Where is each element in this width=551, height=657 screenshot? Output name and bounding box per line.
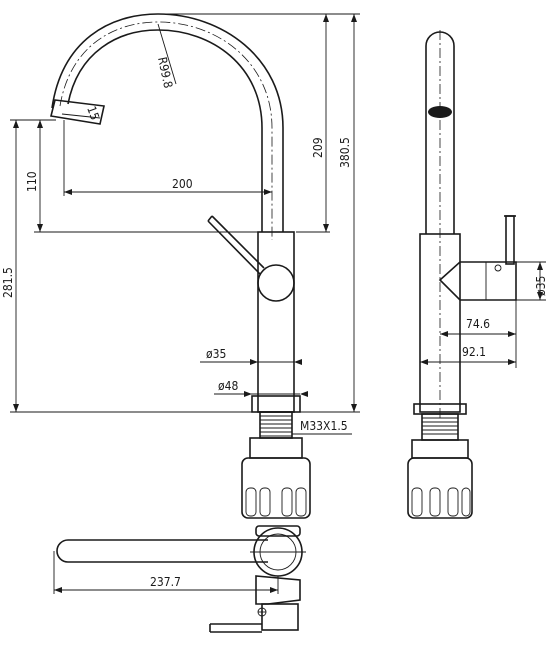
mounting-nut (241, 457, 311, 519)
dim-spout-reach: 200 (63, 120, 272, 196)
spout-outer (51, 13, 284, 232)
side-nut (407, 457, 473, 519)
side-view: ø35 74.6 92.1 (407, 30, 548, 519)
dim-side-depth-74: 74.6 (440, 300, 517, 340)
handle-hub (257, 264, 295, 302)
tap-body (257, 231, 295, 413)
svg-text:110: 110 (25, 171, 39, 192)
dim-spout-drop: 110 (25, 120, 258, 233)
svg-text:380.5: 380.5 (338, 137, 352, 168)
dim-spout-height: 209 (296, 14, 330, 233)
dim-body-diameter: ø35 (200, 347, 302, 365)
side-handle (438, 261, 517, 301)
radius-label: R99.8 (155, 56, 175, 90)
dim-top-reach: 237.7 (53, 551, 279, 594)
thread-hatch (260, 415, 292, 437)
top-view: 237.7 (53, 525, 306, 633)
dim-thread: M33X1.5 (292, 419, 352, 435)
dim-base-to-spout: 281.5 (1, 119, 236, 413)
dim-side-handle-diameter: ø35 (516, 261, 548, 301)
svg-text:281.5: 281.5 (1, 267, 15, 298)
spout-inner (67, 29, 263, 232)
base-flange (251, 395, 301, 413)
mounting-nut-top (249, 437, 303, 459)
spout-centerline (59, 21, 273, 240)
spout-tip (50, 99, 105, 125)
svg-text:209: 209 (311, 137, 325, 158)
tip-angle-label: 15 (84, 104, 102, 122)
top-spout (56, 539, 268, 563)
svg-text:ø48: ø48 (218, 379, 238, 393)
side-nut-top (411, 439, 469, 459)
dim-total-height: 380.5 (160, 13, 360, 413)
svg-text:M33X1.5: M33X1.5 (300, 419, 348, 433)
svg-text:200: 200 (172, 177, 193, 191)
aerator (428, 106, 452, 118)
side-body (419, 233, 461, 413)
dim-base-diameter: ø48 (214, 379, 308, 397)
front-view: R99.8 15 (1, 13, 360, 519)
top-handle (255, 575, 301, 605)
svg-text:92.1: 92.1 (462, 345, 486, 359)
radius-leader (157, 23, 177, 85)
svg-text:74.6: 74.6 (466, 317, 490, 331)
svg-text:ø35: ø35 (206, 347, 226, 361)
svg-text:ø35: ø35 (534, 276, 548, 296)
svg-text:237.7: 237.7 (150, 575, 181, 589)
lever-handle (211, 215, 265, 269)
nut-ribs (245, 487, 307, 517)
dim-side-depth-92: 92.1 (420, 340, 517, 368)
side-lever (505, 215, 515, 265)
